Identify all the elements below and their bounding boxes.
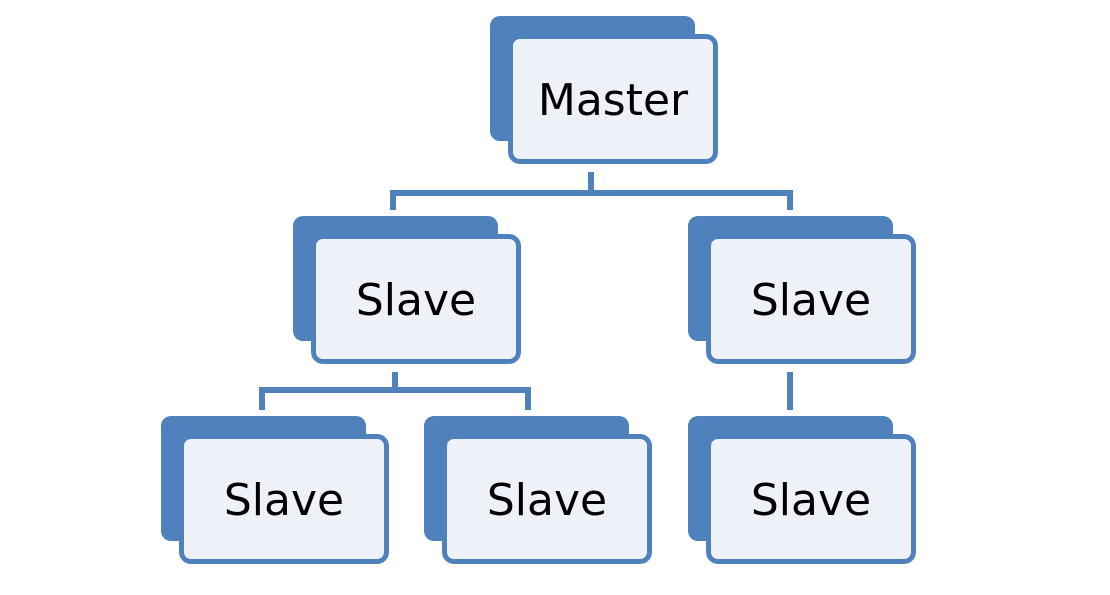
master-node: Master (490, 16, 726, 172)
slave-node-level3-middle: Slave (424, 416, 660, 572)
master-node-card (508, 34, 718, 164)
slave-node-label: Slave (223, 474, 345, 526)
slave-node-level2-left: Slave (293, 216, 529, 372)
slave-node-card (442, 434, 652, 564)
slave-node-label: Slave (750, 274, 872, 326)
slave-node-card (706, 234, 916, 364)
slave-node-label: Slave (750, 474, 872, 526)
slave-node-level3-left: Slave (161, 416, 397, 572)
slave-node-label: Slave (486, 474, 608, 526)
slave-node-card (179, 434, 389, 564)
slave-node-label: Slave (355, 274, 477, 326)
slave-node-card (311, 234, 521, 364)
slave-node-level2-right: Slave (688, 216, 924, 372)
slave-node-level3-right: Slave (688, 416, 924, 572)
slave-node-card (706, 434, 916, 564)
master-node-label: Master (537, 74, 689, 126)
